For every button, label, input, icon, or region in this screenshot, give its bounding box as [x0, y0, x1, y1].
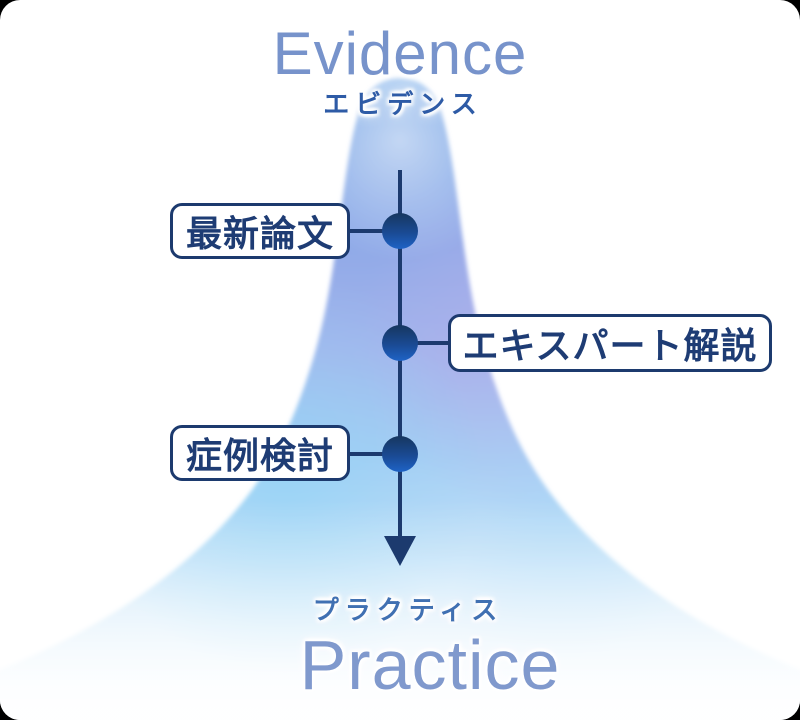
label-case-review[interactable]: 症例検討 — [170, 425, 350, 481]
flow-arrow-down-icon — [384, 536, 416, 566]
label-latest-papers-text: 最新論文 — [185, 213, 334, 254]
flow-node-expert-commentary — [382, 325, 418, 361]
label-expert-commentary-text: エキスパート解説 — [462, 325, 758, 366]
evidence-title-en: Evidence — [272, 20, 528, 87]
connector-latest-papers — [350, 229, 400, 233]
flow-node-latest-papers — [382, 213, 418, 249]
label-expert-commentary[interactable]: エキスパート解説 — [448, 314, 772, 372]
flow-node-case-review — [382, 436, 418, 472]
practice-title-en: Practice — [299, 626, 561, 704]
connector-expert-commentary — [400, 341, 448, 345]
label-case-review-text: 症例検討 — [185, 435, 334, 476]
label-latest-papers[interactable]: 最新論文 — [170, 203, 350, 259]
practice-title-jp: プラクティス — [312, 595, 504, 625]
evidence-title-jp: エビデンス — [323, 89, 483, 119]
connector-case-review — [350, 452, 400, 456]
